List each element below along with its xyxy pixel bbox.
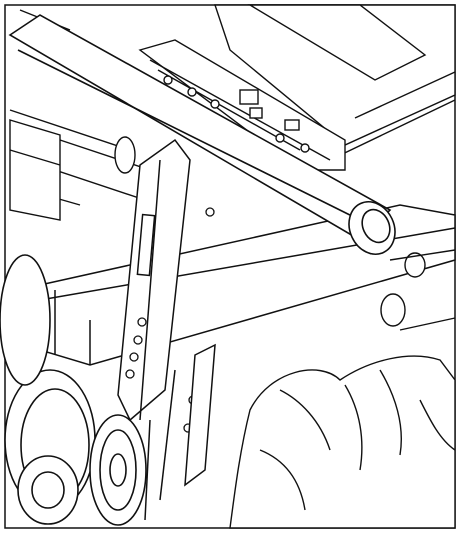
left-block (9, 119, 61, 221)
bushing-ring (348, 201, 396, 255)
right-fittings (380, 249, 456, 331)
upright-right-bracket (144, 343, 216, 521)
wheel-center (89, 414, 147, 526)
wheel-left (17, 455, 79, 525)
upright-left-bracket (117, 138, 191, 422)
tube-upper (8, 14, 392, 242)
cloth-tarp (229, 355, 456, 529)
